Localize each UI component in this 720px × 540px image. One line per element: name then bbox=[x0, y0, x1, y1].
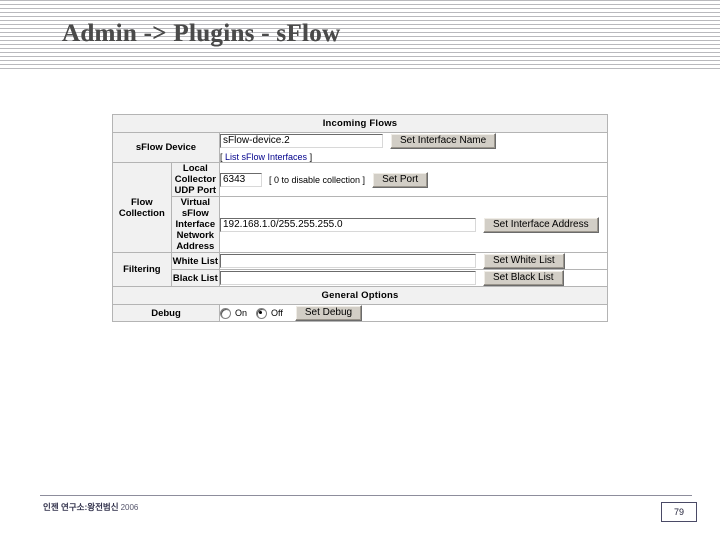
page-number: 79 bbox=[673, 507, 684, 517]
debug-radio-on[interactable] bbox=[220, 307, 231, 319]
page-title: Admin -> Plugins - sFlow bbox=[62, 20, 341, 47]
sflow-config-table: Incoming Flows sFlow Device Set Interfac… bbox=[112, 114, 608, 322]
table-row-section-incoming: Incoming Flows bbox=[112, 114, 608, 133]
debug-radio-off-label: Off bbox=[271, 308, 283, 318]
set-interface-name-button[interactable]: Set Interface Name bbox=[390, 133, 497, 149]
debug-radio-on-label: On bbox=[235, 308, 248, 318]
debug-radio-off[interactable] bbox=[256, 307, 268, 319]
section-header-general-options: General Options bbox=[112, 286, 608, 305]
set-black-list-button[interactable]: Set Black List bbox=[483, 270, 564, 286]
table-row-black-list: Black List Set Black List bbox=[113, 269, 608, 287]
label-white-list: White List bbox=[170, 252, 221, 270]
table-row-udp-port: Flow Collection Local Collector UDP Port… bbox=[112, 162, 608, 253]
virtual-interface-address-input[interactable] bbox=[220, 217, 476, 232]
udp-port-input[interactable] bbox=[220, 172, 262, 187]
black-list-input[interactable] bbox=[220, 271, 476, 285]
cell-debug: On Off Set Debug bbox=[219, 304, 608, 322]
link-label: List sFlow Interfaces bbox=[225, 152, 308, 162]
table-row-white-list: Filtering White List Set White List bbox=[112, 252, 608, 287]
label-sflow-device: sFlow Device bbox=[112, 132, 220, 163]
cell-virtual-interface: Set Interface Address bbox=[219, 196, 608, 253]
set-port-button[interactable]: Set Port bbox=[372, 171, 429, 188]
label-flow-collection: Flow Collection bbox=[112, 162, 172, 253]
table-row-section-general: General Options bbox=[112, 286, 608, 305]
set-interface-address-button[interactable]: Set Interface Address bbox=[483, 216, 599, 233]
label-local-collector-udp-port: Local Collector UDP Port bbox=[170, 162, 221, 197]
set-debug-button[interactable]: Set Debug bbox=[294, 305, 363, 321]
section-header-incoming-flows: Incoming Flows bbox=[112, 114, 608, 133]
cell-udp-port: [ 0 to disable collection ] Set Port bbox=[219, 162, 608, 197]
sflow-device-input[interactable] bbox=[220, 134, 383, 148]
list-sflow-interfaces-link[interactable]: [ List sFlow Interfaces ] bbox=[220, 152, 312, 162]
cell-black-list: Set Black List bbox=[219, 269, 608, 287]
link-bracket-close: ] bbox=[309, 152, 313, 162]
table-row-virtual-interface: Virtual sFlow Interface Network Address … bbox=[113, 196, 608, 253]
label-black-list: Black List bbox=[170, 269, 221, 287]
cell-white-list: Set White List bbox=[219, 252, 608, 270]
footer-org-label: 인젠 연구소:왕전범신 bbox=[43, 502, 119, 512]
label-virtual-sflow-interface-network-address: Virtual sFlow Interface Network Address bbox=[170, 196, 221, 253]
label-debug: Debug bbox=[112, 304, 220, 322]
footer-year: 2006 bbox=[120, 503, 139, 512]
udp-port-hint: [ 0 to disable collection ] bbox=[269, 174, 366, 185]
table-row-debug: Debug On Off Set Debug bbox=[112, 304, 608, 322]
footer-divider bbox=[40, 495, 692, 496]
table-row-sflow-device: sFlow Device Set Interface Name [ List s… bbox=[112, 132, 608, 163]
label-filtering: Filtering bbox=[112, 252, 172, 287]
debug-radio-group: On Off bbox=[220, 307, 288, 319]
white-list-input[interactable] bbox=[220, 254, 476, 268]
link-bracket-open: [ bbox=[220, 152, 223, 162]
cell-sflow-device: Set Interface Name [ List sFlow Interfac… bbox=[219, 132, 608, 163]
slide-header-stripes bbox=[0, 0, 720, 71]
set-white-list-button[interactable]: Set White List bbox=[483, 253, 565, 269]
page-number-box: 79 bbox=[661, 502, 697, 522]
